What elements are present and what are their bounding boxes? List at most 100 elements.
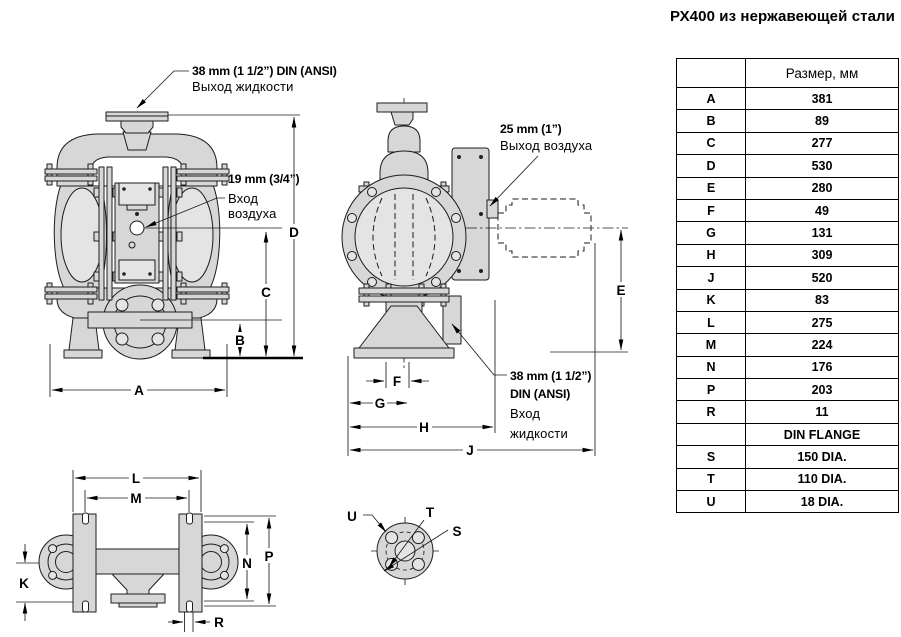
left-top-clamp-bar bbox=[44, 163, 98, 186]
value-cell: 49 bbox=[745, 198, 899, 223]
dim-label-e: E bbox=[616, 283, 625, 298]
dim-label-l: L bbox=[132, 471, 140, 486]
side-fluid-outlet-flange bbox=[376, 102, 428, 113]
fluid-outlet-size-text: 38 mm (1 1/2”) DIN (ANSI) bbox=[192, 64, 337, 78]
dim-cell: S bbox=[676, 445, 746, 469]
pump-stand bbox=[355, 305, 453, 353]
air-outlet-port bbox=[486, 199, 499, 219]
bottom-view-pump bbox=[16, 512, 239, 613]
fluid-inlet-std-text: DIN (ANSI) bbox=[510, 387, 570, 401]
value-cell: 110 DIA. bbox=[745, 467, 899, 492]
dim-label-b: B bbox=[235, 333, 245, 348]
dim-label-u: U bbox=[347, 509, 357, 524]
dim-label-k: K bbox=[19, 576, 29, 591]
value-cell: 224 bbox=[745, 333, 899, 357]
dim-label-j: J bbox=[466, 443, 474, 458]
side-view-pump bbox=[341, 98, 628, 368]
left-bottom-clamp-bar bbox=[44, 282, 98, 305]
dim-label-n: N bbox=[242, 556, 252, 571]
air-inlet-port bbox=[129, 220, 145, 236]
dim-label-m: M bbox=[130, 491, 141, 506]
air-inlet-size-text: 19 mm (3/4”) bbox=[228, 172, 300, 186]
fluid-inlet-size-text: 38 mm (1 1/2”) bbox=[510, 369, 591, 383]
fluid-outlet-label-text: Выход жидкости bbox=[192, 79, 294, 94]
dim-cell: J bbox=[676, 266, 746, 290]
fluid-inlet-label-text-1: Вход bbox=[510, 406, 540, 421]
value-cell: 89 bbox=[745, 109, 899, 133]
page-title: РХ400 из нержавеющей стали bbox=[670, 8, 895, 25]
dim-cell: G bbox=[676, 221, 746, 245]
dim-label-h: H bbox=[419, 420, 429, 435]
dim-label-p: P bbox=[264, 549, 273, 564]
dim-cell: B bbox=[676, 109, 746, 133]
air-inlet-label-text-1: Вход bbox=[228, 191, 258, 206]
din-flange-header-row: DIN FLANGE bbox=[676, 422, 899, 447]
dim-cell: U bbox=[676, 490, 746, 514]
front-view-pump bbox=[44, 111, 230, 360]
dim-cell: L bbox=[676, 310, 746, 335]
value-cell: 203 bbox=[745, 378, 899, 402]
right-top-clamp-bar bbox=[176, 163, 230, 186]
air-inlet-label-text-2: воздуха bbox=[228, 206, 277, 221]
callout-air-outlet: 25 mm (1”) Выход воздуха bbox=[489, 122, 593, 207]
dim-label-d: D bbox=[289, 225, 299, 240]
value-cell: 275 bbox=[745, 310, 899, 335]
value-cell: 309 bbox=[745, 243, 899, 268]
dim-cell: H bbox=[676, 243, 746, 268]
right-foot-plate bbox=[178, 513, 203, 613]
dim-cell: P bbox=[676, 378, 746, 402]
value-cell: 150 DIA. bbox=[745, 445, 899, 469]
dim-label-g: G bbox=[375, 396, 386, 411]
dim-cell: E bbox=[676, 176, 746, 200]
dim-label-t: T bbox=[426, 505, 435, 520]
callout-air-inlet: 19 mm (3/4”) Вход воздуха bbox=[145, 172, 300, 228]
right-bottom-clamp-bar bbox=[176, 282, 230, 305]
flange-detail-view: U T S bbox=[347, 505, 462, 585]
value-cell: 11 bbox=[745, 400, 899, 424]
value-cell: 530 bbox=[745, 154, 899, 178]
table-header-row: Размер, мм bbox=[676, 58, 899, 88]
dim-cell: M bbox=[676, 333, 746, 357]
fluid-inlet-label-text-2: жидкости bbox=[510, 426, 568, 441]
dim-cell: F bbox=[676, 198, 746, 223]
dim-cell: N bbox=[676, 355, 746, 380]
value-cell: 18 DIA. bbox=[745, 490, 899, 514]
dim-label-f: F bbox=[393, 374, 401, 389]
din-flange-header: DIN FLANGE bbox=[745, 422, 899, 447]
side-view-dimensions: F G H J E bbox=[347, 229, 628, 458]
table-corner-cell bbox=[676, 58, 746, 88]
dim-cell: D bbox=[676, 154, 746, 178]
front-view-dimensions: A B C D bbox=[49, 114, 303, 398]
value-cell: 381 bbox=[745, 86, 899, 111]
dim-label-a: A bbox=[134, 383, 144, 398]
value-cell: 277 bbox=[745, 131, 899, 156]
callout-fluid-outlet: 38 mm (1 1/2”) DIN (ANSI) Выход жидкости bbox=[136, 64, 337, 109]
dim-cell: C bbox=[676, 131, 746, 156]
base-plate bbox=[353, 347, 455, 359]
value-cell: 520 bbox=[745, 266, 899, 290]
air-outlet-size-text: 25 mm (1”) bbox=[500, 122, 562, 136]
value-cell: 176 bbox=[745, 355, 899, 380]
value-cell: 280 bbox=[745, 176, 899, 200]
right-clamp-plates bbox=[157, 166, 183, 301]
muffler-phantom-outline bbox=[497, 198, 592, 258]
value-cell: 83 bbox=[745, 288, 899, 312]
empty-cell bbox=[676, 422, 746, 447]
